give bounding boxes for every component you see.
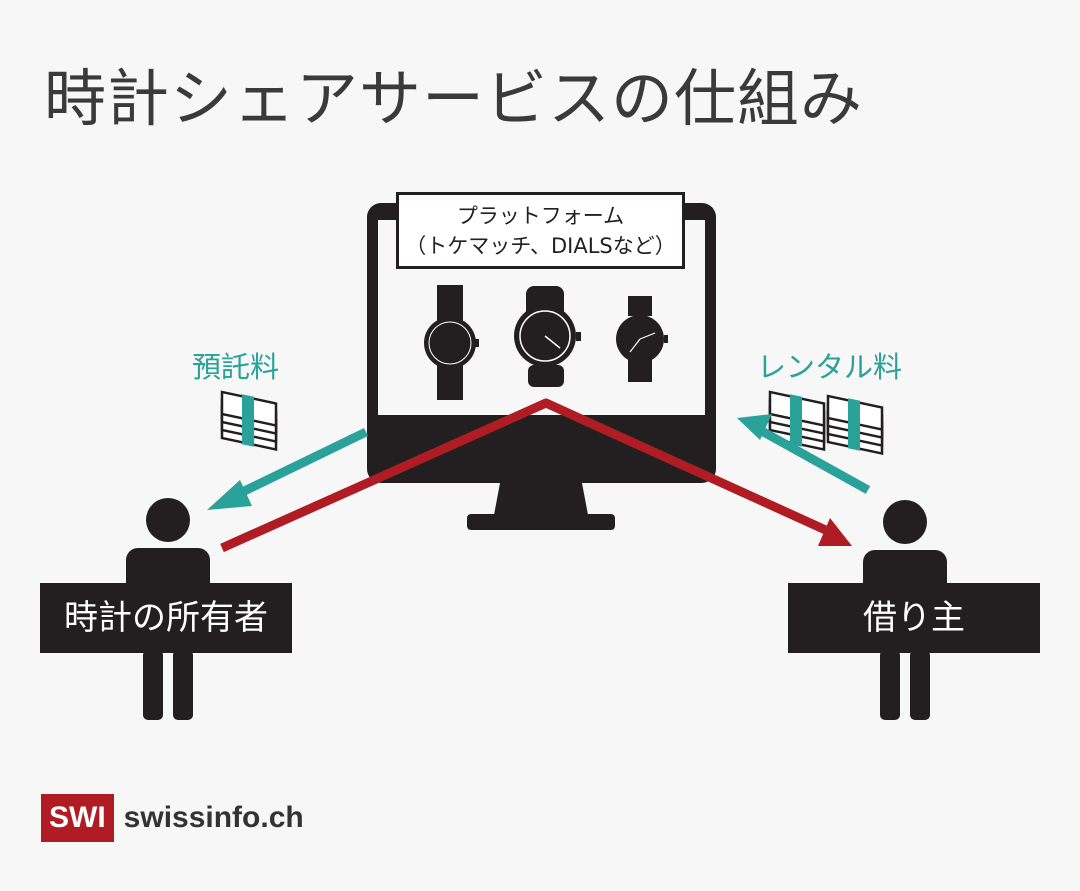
page-title: 時計シェアサービスの仕組み — [44, 62, 864, 135]
watch-icon-3 — [616, 296, 668, 382]
platform-label-box: プラットフォーム （トケマッチ、DIALSなど） — [396, 192, 685, 269]
money-stack-icon — [220, 390, 278, 451]
person-owner-icon — [126, 498, 210, 720]
rental-fee-arrow — [737, 414, 871, 494]
platform-examples: （トケマッチ、DIALSなど） — [405, 234, 676, 258]
deposit-fee-label: 預託料 — [192, 350, 280, 384]
logo-mark: SWI — [41, 794, 114, 842]
deposit-fee-arrow — [207, 427, 368, 510]
watch-icon-2 — [514, 286, 581, 387]
watch-icon-1 — [424, 285, 479, 400]
person-borrower-icon — [863, 500, 947, 720]
watch-flow-arrow — [220, 398, 852, 553]
rental-fee-label: レンタル料 — [757, 350, 903, 384]
borrower-label: 借り主 — [788, 583, 1040, 653]
swissinfo-logo: SWI swissinfo.ch — [41, 794, 304, 842]
logo-site: swissinfo.ch — [123, 801, 304, 834]
money-stack-icon — [768, 390, 884, 455]
platform-label: プラットフォーム — [456, 204, 625, 228]
owner-label: 時計の所有者 — [40, 583, 292, 653]
